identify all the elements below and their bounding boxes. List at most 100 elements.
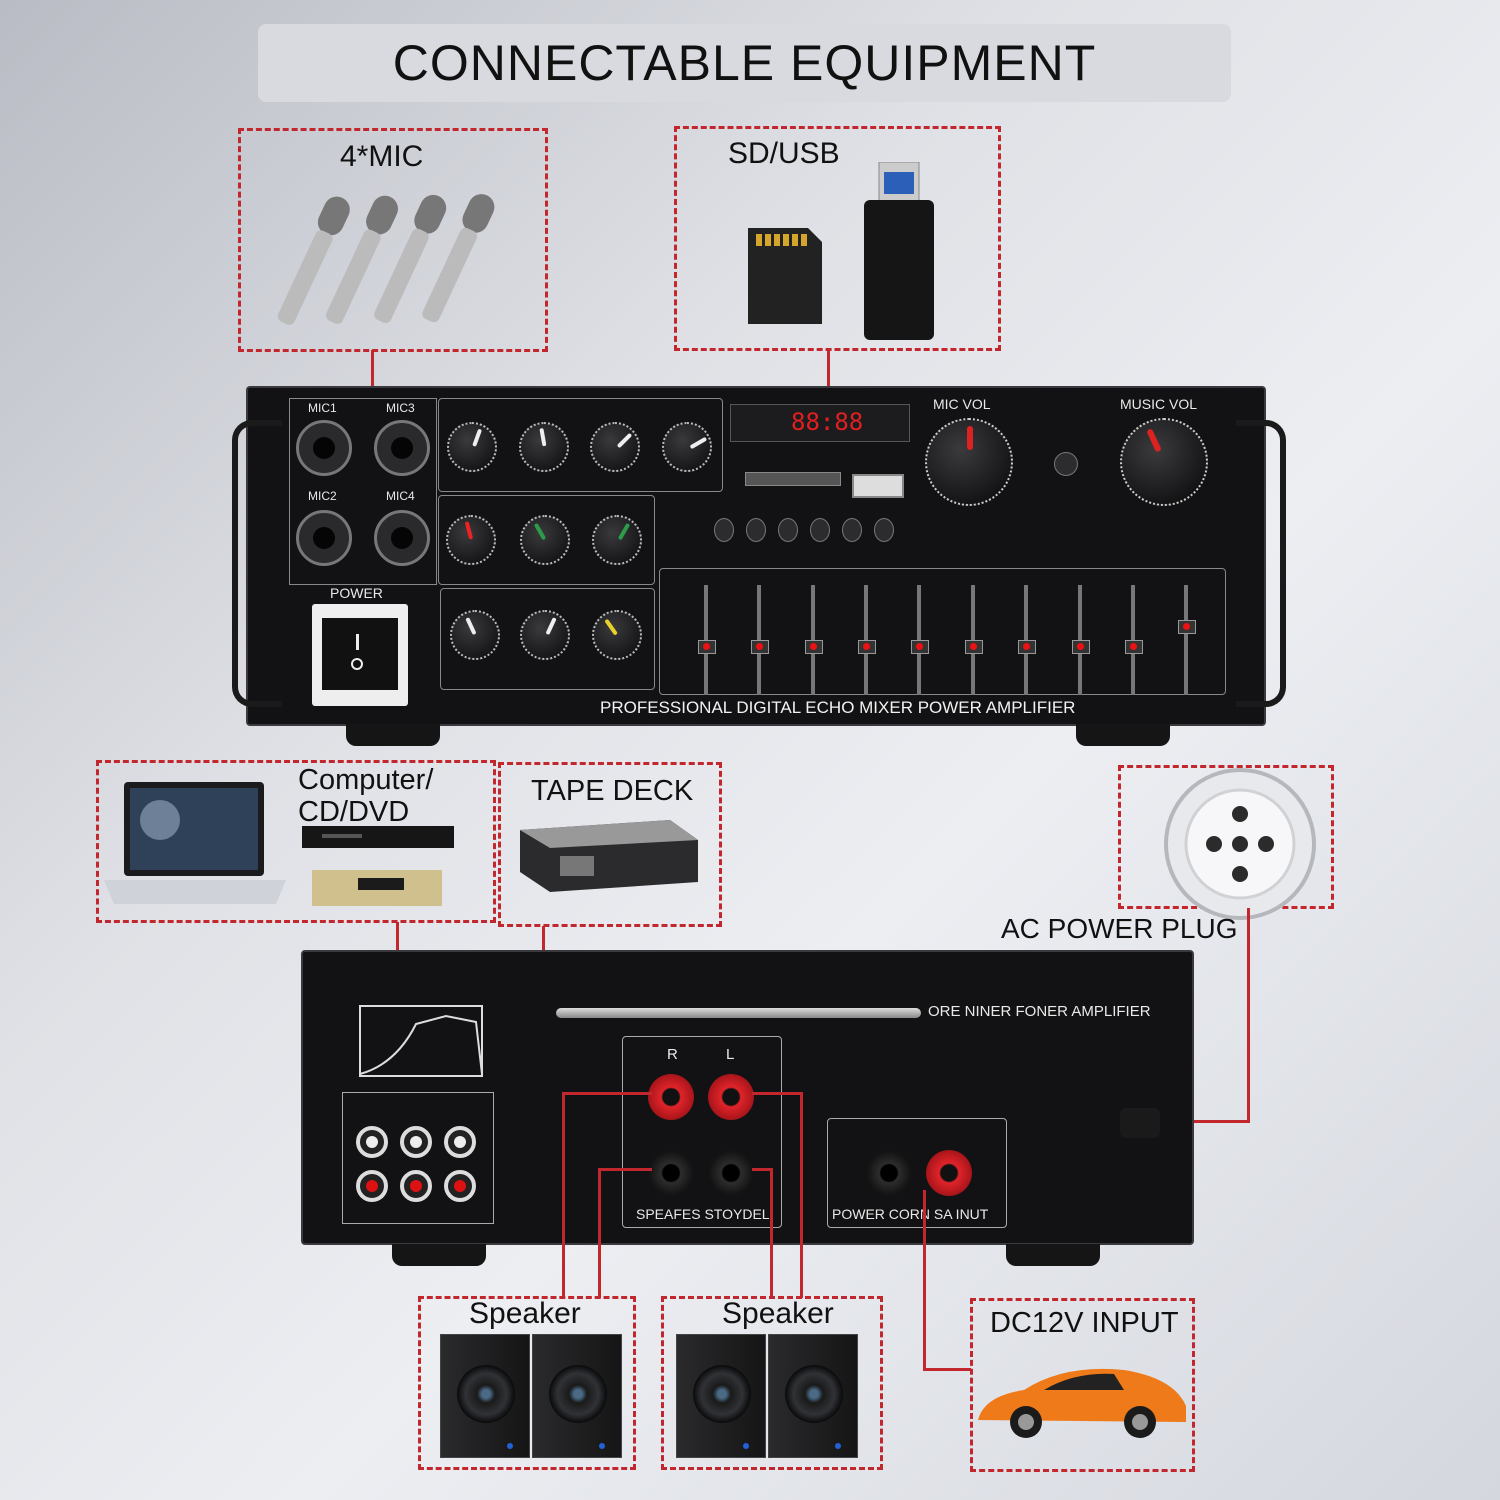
dc-post-minus[interactable]: [866, 1150, 912, 1196]
speaker-icon: [532, 1334, 622, 1458]
knob-5[interactable]: [446, 515, 496, 565]
title-banner: CONNECTABLE EQUIPMENT: [258, 24, 1231, 102]
rear-foot-right: [1006, 1244, 1100, 1266]
tape-deck-icon: [520, 820, 698, 892]
sdusb-label: SD/USB: [728, 137, 840, 170]
power-cord: [1120, 1108, 1160, 1138]
jack-label-1: MIC1: [308, 401, 337, 415]
knob-6[interactable]: [520, 515, 570, 565]
power-switch[interactable]: [312, 604, 408, 706]
music-vol-label: MUSIC VOL: [1120, 396, 1198, 412]
mic4-jack[interactable]: [374, 510, 430, 566]
eq-slider[interactable]: [965, 585, 983, 695]
line-input-section: [342, 1092, 494, 1224]
speaker-post-r-minus[interactable]: [648, 1150, 694, 1196]
speaker-wire: [598, 1168, 601, 1298]
mic-vol-label: MIC VOL: [933, 396, 991, 412]
mic2-jack[interactable]: [296, 510, 352, 566]
usb-port[interactable]: [852, 474, 904, 498]
speaker-left-label: Speaker: [469, 1297, 581, 1330]
speaker-wire: [800, 1092, 803, 1298]
dvd-player-icon: [302, 826, 454, 848]
computer-label-2: CD/DVD: [298, 796, 410, 828]
channel-l-label: L: [726, 1046, 735, 1063]
left-handle: [232, 420, 282, 707]
dc-post-plus[interactable]: [926, 1150, 972, 1196]
frequency-graph: [359, 1005, 483, 1077]
mic-jack-section: [289, 398, 437, 585]
speaker-post-l-plus[interactable]: [708, 1074, 754, 1120]
knob-10[interactable]: [592, 610, 642, 660]
mode-button[interactable]: [1054, 452, 1078, 476]
knob-9[interactable]: [520, 610, 570, 660]
eq-slider[interactable]: [858, 585, 876, 695]
display-digits: 88:88: [791, 408, 864, 436]
rear-foot-left: [392, 1244, 486, 1266]
dc-input-box: [970, 1298, 1195, 1472]
speaker-wire-h: [752, 1168, 772, 1171]
ac-plug-label: AC POWER PLUG: [1001, 913, 1238, 944]
knob-group-mid: [438, 495, 655, 585]
speaker-wire-h: [598, 1168, 652, 1171]
knob-8[interactable]: [450, 610, 500, 660]
speaker-output-label: SPEAFES STOYDEL: [636, 1206, 770, 1222]
eq-slider[interactable]: [1018, 585, 1036, 695]
speaker-icon: [440, 1334, 530, 1458]
dc-input-label: POWER CORN SA INUT: [832, 1206, 989, 1222]
media-button[interactable]: [746, 518, 766, 542]
mic1-jack[interactable]: [296, 420, 352, 476]
eq-slider[interactable]: [751, 585, 769, 695]
media-button[interactable]: [778, 518, 798, 542]
knob-1[interactable]: [447, 422, 497, 472]
rca-input[interactable]: [444, 1126, 476, 1158]
speaker-box-left: [418, 1296, 636, 1470]
knob-3[interactable]: [590, 422, 640, 472]
rca-input[interactable]: [400, 1170, 432, 1202]
mic-vol-knob[interactable]: [925, 418, 1013, 506]
rca-input[interactable]: [356, 1126, 388, 1158]
speaker-box-right: [661, 1296, 883, 1470]
speaker-wire: [562, 1092, 565, 1298]
media-button[interactable]: [842, 518, 862, 542]
speaker-right-label: Speaker: [722, 1297, 834, 1330]
media-button[interactable]: [810, 518, 830, 542]
car-icon: [978, 1368, 1186, 1438]
rear-panel-title: ORE NINER FONER AMPLIFIER: [928, 1003, 1151, 1020]
speaker-post-l-minus[interactable]: [708, 1150, 754, 1196]
sdusb-box: [674, 126, 1001, 351]
eq-slider[interactable]: [911, 585, 929, 695]
dc-wire-h: [923, 1368, 971, 1371]
cd-player-icon: [312, 870, 442, 906]
knob-7[interactable]: [592, 515, 642, 565]
mic3-jack[interactable]: [374, 420, 430, 476]
music-vol-knob[interactable]: [1120, 418, 1208, 506]
eq-slider[interactable]: [805, 585, 823, 695]
knob-4[interactable]: [662, 422, 712, 472]
channel-r-label: R: [667, 1046, 678, 1063]
front-foot-left: [346, 724, 440, 746]
microphones-icon: [277, 194, 495, 325]
knob-2[interactable]: [519, 422, 569, 472]
eq-slider[interactable]: [1178, 585, 1196, 695]
ac-wire: [1247, 908, 1250, 1122]
usb-drive-icon: [864, 162, 934, 340]
eq-slider[interactable]: [1072, 585, 1090, 695]
rca-input[interactable]: [400, 1126, 432, 1158]
dc-input-label-text: DC12V INPUT: [990, 1307, 1179, 1339]
speaker-wire: [770, 1168, 773, 1298]
media-button[interactable]: [714, 518, 734, 542]
laptop-icon: [104, 782, 286, 904]
rear-antenna: [556, 1008, 921, 1018]
dc-input-section: [827, 1118, 1007, 1228]
rca-input[interactable]: [356, 1170, 388, 1202]
eq-slider[interactable]: [1125, 585, 1143, 695]
right-handle: [1236, 420, 1286, 707]
speaker-post-r-plus[interactable]: [648, 1074, 694, 1120]
front-panel-footer: PROFESSIONAL DIGITAL ECHO MIXER POWER AM…: [600, 698, 1076, 717]
media-button[interactable]: [874, 518, 894, 542]
mic-label: 4*MIC: [340, 140, 424, 173]
eq-slider[interactable]: [698, 585, 716, 695]
rca-input[interactable]: [444, 1170, 476, 1202]
led-display: 88:88: [730, 404, 910, 442]
sd-slot[interactable]: [745, 472, 841, 486]
